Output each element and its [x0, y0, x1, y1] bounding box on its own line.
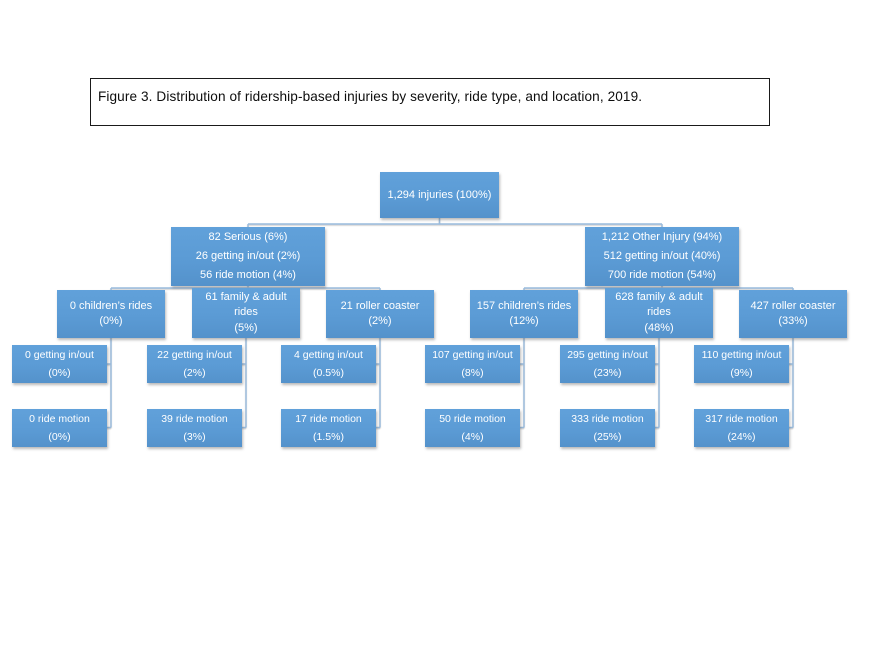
figure-title-box: Figure 3. Distribution of ridership-base… [90, 78, 770, 126]
node-other-childrens-ride-motion: 50 ride motion (4%) [425, 409, 520, 447]
node-other-family-adult-rides: 628 family & adult rides (48%) [605, 288, 713, 338]
node-other-roller-coaster: 427 roller coaster (33%) [739, 290, 847, 338]
node-serious-coaster-getting-in-out: 4 getting in/out (0.5%) [281, 345, 376, 383]
node-serious-family-getting-in-out: 22 getting in/out (2%) [147, 345, 242, 383]
node-serious-family-adult-rides: 61 family & adult rides (5%) [192, 288, 300, 338]
figure-title: Figure 3. Distribution of ridership-base… [98, 89, 643, 104]
node-other-family-ride-motion: 333 ride motion (25%) [560, 409, 655, 447]
node-serious-childrens-getting-in-out: 0 getting in/out (0%) [12, 345, 107, 383]
node-other-injury: 1,212 Other Injury (94%) 512 getting in/… [585, 227, 739, 286]
node-other-coaster-getting-in-out: 110 getting in/out (9%) [694, 345, 789, 383]
node-serious-childrens-rides: 0 children’s rides (0%) [57, 290, 165, 338]
node-other-coaster-ride-motion: 317 ride motion (24%) [694, 409, 789, 447]
node-total-injuries: 1,294 injuries (100%) [380, 172, 499, 218]
node-serious-childrens-ride-motion: 0 ride motion (0%) [12, 409, 107, 447]
node-other-childrens-rides: 157 children’s rides (12%) [470, 290, 578, 338]
node-serious: 82 Serious (6%) 26 getting in/out (2%) 5… [171, 227, 325, 286]
node-serious-family-ride-motion: 39 ride motion (3%) [147, 409, 242, 447]
node-other-family-getting-in-out: 295 getting in/out (23%) [560, 345, 655, 383]
node-serious-roller-coaster: 21 roller coaster (2%) [326, 290, 434, 338]
node-other-childrens-getting-in-out: 107 getting in/out (8%) [425, 345, 520, 383]
node-serious-coaster-ride-motion: 17 ride motion (1.5%) [281, 409, 376, 447]
